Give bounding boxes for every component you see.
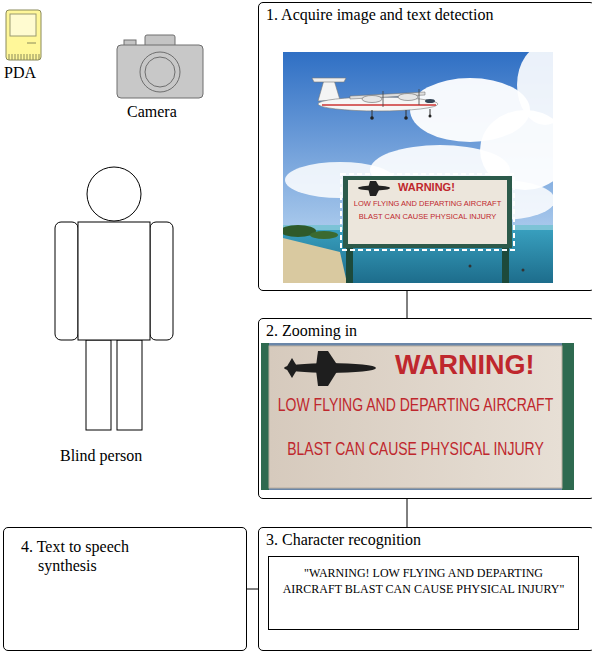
aircraft-tail — [318, 80, 340, 101]
person-head — [87, 167, 141, 221]
sign-plane-icon — [368, 181, 380, 188]
device-label: PDA — [4, 64, 36, 82]
aircraft-engine — [398, 94, 418, 101]
sign-plane-icon — [284, 351, 376, 386]
pda-button — [27, 43, 36, 44]
zoomed-photo — [261, 343, 574, 490]
sign-board — [348, 180, 507, 244]
plane-wing — [316, 351, 338, 366]
aircraft-cockpit — [425, 99, 435, 103]
swimmer — [469, 265, 472, 268]
result-box: "WARNING! LOW FLYING AND DEPARTING AIRCR… — [268, 556, 579, 630]
sign-post — [562, 343, 574, 490]
sky — [261, 343, 574, 490]
person-body — [78, 222, 150, 340]
pda-screen — [10, 14, 36, 36]
plane-wing — [316, 370, 338, 386]
sign-frame — [343, 176, 512, 248]
swimmer — [522, 269, 525, 272]
step-box: 1. Acquire image and text detection — [258, 2, 592, 291]
aircraft-propeller — [383, 91, 384, 107]
sign-plane-icon — [368, 188, 380, 196]
sign-text: BLAST CAN CAUSE PHYSICAL INJURY — [269, 439, 562, 460]
detection-box — [341, 174, 514, 250]
photo-scene — [283, 52, 553, 283]
step-title: 2. Zooming in — [259, 319, 592, 340]
pda-body — [6, 10, 41, 60]
sign-text: WARNING! — [395, 350, 534, 381]
camera-lens-inner — [145, 57, 175, 87]
person-arm — [150, 222, 173, 340]
cloud — [517, 52, 553, 125]
sign-text: LOW FLYING AND DEPARTING AIRCRAFT — [269, 395, 562, 416]
connector-line — [407, 291, 408, 318]
connector-line — [247, 589, 258, 590]
aircraft-stabilizer — [312, 78, 346, 82]
beach — [283, 238, 347, 283]
aircraft-wheel — [404, 116, 408, 120]
person-label: Blind person — [60, 447, 142, 465]
plane-tail — [286, 358, 298, 368]
sign-text: BLAST CAN CAUSE PHYSICAL INJURY — [348, 213, 507, 222]
aircraft-wheel — [370, 116, 374, 120]
step-title: 4. Text to speech synthesis — [4, 528, 163, 575]
sign-text: WARNING! — [398, 181, 455, 194]
aircraft-propeller — [419, 89, 420, 105]
aircraft-gear — [372, 109, 430, 117]
person-leg — [117, 340, 142, 430]
device-label: Camera — [127, 103, 177, 121]
person-figure — [55, 167, 173, 430]
connector-line — [407, 499, 408, 527]
person-arm — [55, 222, 78, 340]
pda-icon — [6, 10, 41, 60]
camera-lens-outer — [140, 52, 180, 92]
person-leg — [86, 340, 111, 430]
step-box: 3. Character recognition "WARNING! LOW FL… — [258, 527, 592, 651]
aircraft-wheel — [429, 115, 432, 118]
plane-tail — [286, 368, 298, 378]
sign-board — [269, 346, 562, 488]
aircraft-engine — [362, 96, 382, 103]
pda-connector — [9, 54, 39, 60]
trees — [310, 231, 338, 239]
sign-post — [261, 343, 269, 490]
sign-text: LOW FLYING AND DEPARTING AIRCRAFT — [348, 200, 507, 209]
camera-icon — [117, 35, 203, 98]
camera-body — [117, 45, 203, 98]
aircraft — [312, 78, 438, 120]
step-title: "WARNING! LOW FLYING AND DEPARTING AIRCR… — [269, 557, 578, 597]
step-title: 1. Acquire image and text detection — [259, 3, 592, 24]
step-title: 3. Character recognition — [259, 528, 592, 549]
step-box: 4. Text to speech synthesis — [3, 527, 247, 651]
